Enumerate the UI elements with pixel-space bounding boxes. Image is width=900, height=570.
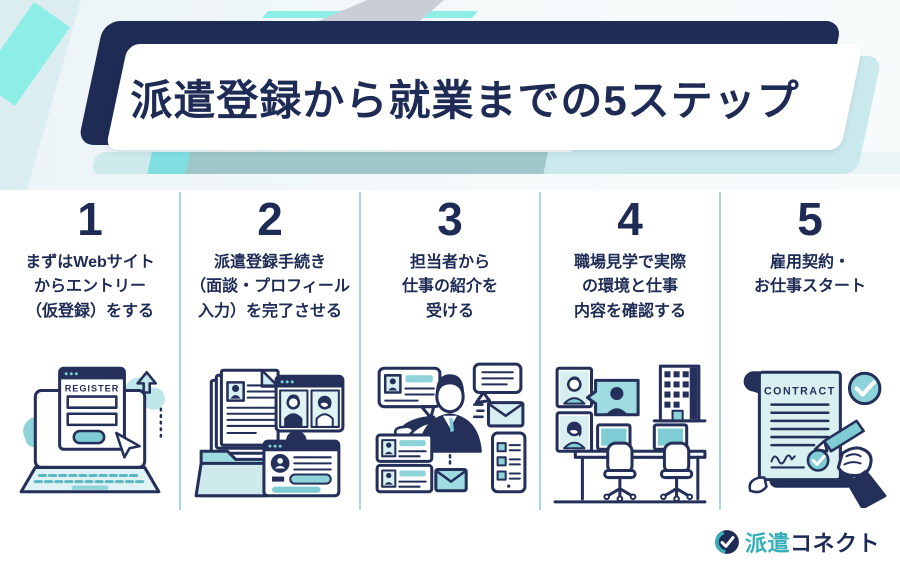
register-laptop-illustration: REGISTER xyxy=(19,366,165,494)
column-divider xyxy=(359,192,361,510)
logo-text: 派遣コネクト xyxy=(744,531,880,556)
step-4-description: 職場見学で実際 の環境と仕事 内容を確認する xyxy=(573,253,686,321)
page-title: 派遣登録から就業までの5ステップ xyxy=(130,76,800,124)
step-1-description: まずはWebサイト からエントリー （仮登録）をする xyxy=(25,253,155,321)
step-1-column: 1 まずはWebサイト からエントリー （仮登録）をする xyxy=(0,190,180,512)
decor-band-grayteal xyxy=(185,152,570,174)
step-2-number: 2 xyxy=(257,193,283,245)
step-4-column: 4 職場見学で実際 の環境と仕事 内容を確認する xyxy=(540,190,720,512)
step-3-column: 3 担当者から 仕事の紹介を 受ける xyxy=(360,190,540,512)
documents-interview-illustration xyxy=(194,368,345,498)
column-divider xyxy=(719,192,721,510)
column-divider xyxy=(539,192,541,510)
step-3-number: 3 xyxy=(437,193,463,245)
steps-row: 1 まずはWebサイト からエントリー （仮登録）をする xyxy=(0,190,900,512)
step-5-description: 雇用契約・ お仕事スタート xyxy=(753,253,866,296)
workplace-tour-illustration xyxy=(553,364,707,504)
step-5-column: 5 雇用契約・ お仕事スタート xyxy=(720,190,900,512)
agent-introduction-illustration xyxy=(375,362,527,494)
contract-title: CONTRACT xyxy=(764,386,836,398)
step-4-number: 4 xyxy=(617,193,643,245)
step-3-description: 担当者から 仕事の紹介を 受ける xyxy=(401,253,498,321)
register-form-title: REGISTER xyxy=(65,384,120,394)
contract-signing-illustration: CONTRACT xyxy=(743,370,887,508)
step-2-description: 派遣登録手続き （面談・プロフィール 入力）を完了させる xyxy=(190,253,350,321)
step-5-number: 5 xyxy=(797,193,823,245)
column-divider xyxy=(179,192,181,510)
step-2-column: 2 派遣登録手続き （面談・プロフィール 入力）を完了させる xyxy=(180,190,360,512)
step-1-number: 1 xyxy=(77,193,103,245)
brand-logo: 派遣コネクト xyxy=(714,526,880,558)
logo-check-circle-icon xyxy=(715,530,739,554)
